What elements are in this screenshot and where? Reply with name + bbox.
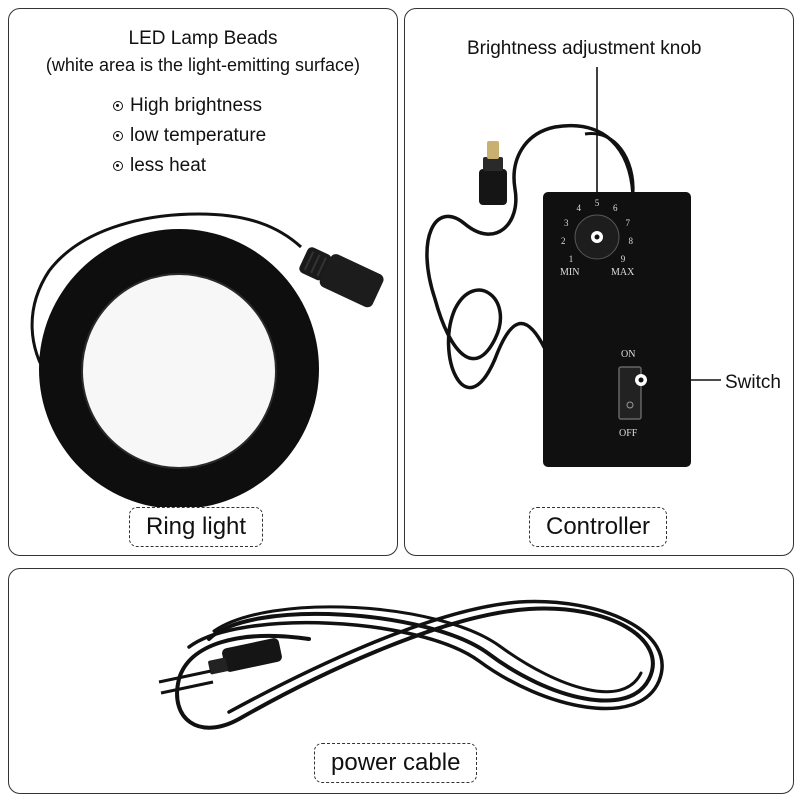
dial-number: 7	[625, 217, 631, 228]
feature-list: High brightness low temperature less hea…	[113, 91, 266, 181]
ring-light-panel: LED Lamp Beads (white area is the light-…	[8, 8, 398, 556]
dial-number: 4	[576, 203, 581, 214]
dial-number: 5	[594, 198, 600, 208]
ring-connector	[299, 247, 384, 308]
power-cable-caption: power cable	[314, 743, 478, 783]
feature-text: High brightness	[130, 95, 263, 116]
feature-item: less heat	[113, 151, 266, 181]
feature-item: High brightness	[113, 91, 266, 121]
led-subtitle: (white area is the light-emitting surfac…	[45, 55, 361, 75]
led-title: LED Lamp Beads	[128, 28, 278, 49]
controller-panel: Brightness adjustment knob Switch MIN MA…	[404, 8, 794, 556]
controller-image	[425, 67, 721, 467]
cable-loop-2	[187, 599, 664, 714]
bullet-icon	[113, 131, 123, 141]
controller-caption: Controller	[529, 507, 668, 547]
dial-number: 9	[620, 253, 626, 264]
feature-item: low temperature	[113, 121, 266, 151]
dial-number: 8	[628, 236, 633, 247]
switch-label: Switch	[725, 372, 781, 393]
controller-cable	[425, 124, 635, 390]
knob-label: Brightness adjustment knob	[467, 38, 702, 59]
dial-max-label: MAX	[611, 267, 635, 278]
ring-light-caption: Ring light	[129, 507, 264, 547]
feature-text: low temperature	[130, 125, 267, 146]
dial-min-label: MIN	[560, 267, 580, 278]
controller-box	[543, 192, 691, 467]
dial-number: 1	[568, 253, 574, 264]
bullet-icon	[113, 161, 123, 171]
ring-light-image	[30, 212, 384, 509]
dial-number: 3	[563, 217, 569, 228]
dial-number: 6	[613, 203, 618, 214]
power-cable-panel: power cable	[8, 568, 794, 794]
power-cable-image	[158, 599, 664, 730]
light-surface	[81, 273, 277, 469]
feature-text: less heat	[130, 155, 207, 176]
ring-cable	[30, 212, 303, 380]
switch-off-label: OFF	[619, 428, 638, 439]
bullet-icon	[113, 101, 123, 111]
dc-plug	[479, 141, 507, 205]
rocker-switch	[618, 366, 642, 420]
power-plug	[158, 638, 282, 695]
dial-number: 2	[561, 236, 566, 247]
switch-on-label: ON	[621, 349, 636, 360]
cable-loop-3	[212, 605, 643, 694]
